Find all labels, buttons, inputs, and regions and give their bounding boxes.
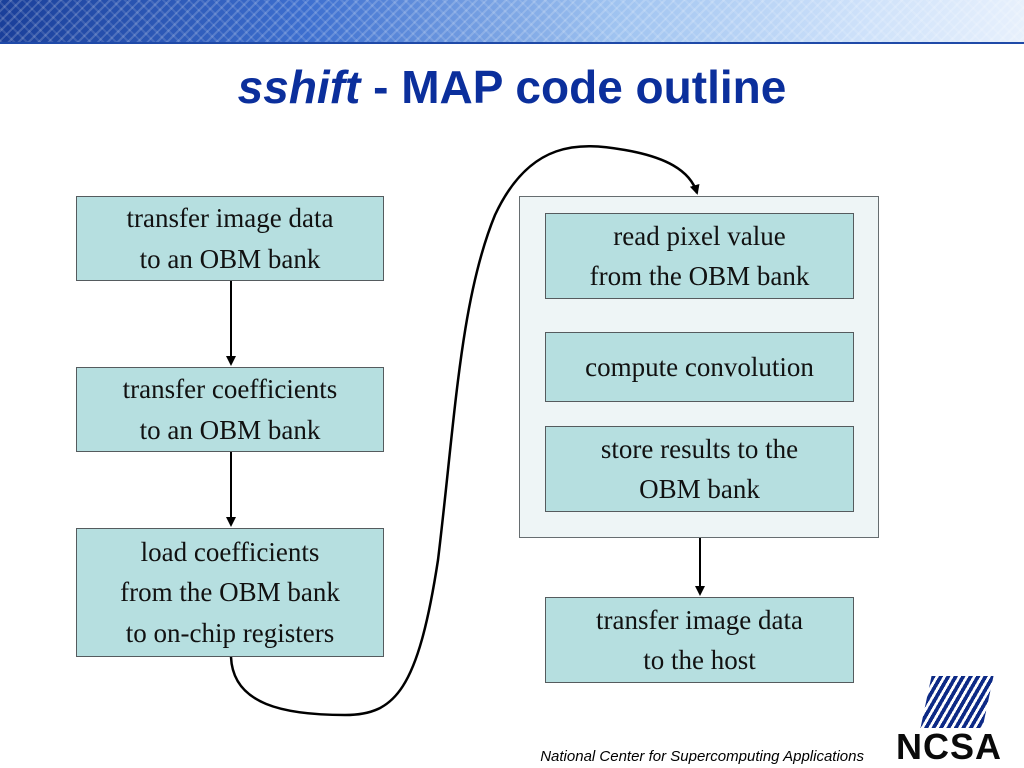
- loop-step-compute-convolution: compute convolution: [545, 332, 854, 402]
- arrow-s3-loop: [229, 145, 700, 717]
- title-rest: - MAP code outline: [360, 61, 787, 113]
- ncsa-logo-text: NCSA: [895, 726, 1002, 767]
- header-banner: [0, 0, 1024, 44]
- step-transfer-image-data: transfer image data to an OBM bank: [76, 196, 384, 281]
- page-title: sshift - MAP code outline: [0, 62, 1024, 113]
- step-transfer-to-host: transfer image data to the host: [545, 597, 854, 683]
- title-italic-part: sshift: [237, 61, 361, 113]
- loop-step-store-results: store results to the OBM bank: [545, 426, 854, 512]
- footer-organization: National Center for Supercomputing Appli…: [540, 748, 864, 765]
- ncsa-logo: NCSA: [884, 676, 1014, 767]
- loop-step-read-pixel: read pixel value from the OBM bank: [545, 213, 854, 299]
- step-load-coefficients: load coefficients from the OBM bank to o…: [76, 528, 384, 657]
- step-transfer-coefficients: transfer coefficients to an OBM bank: [76, 367, 384, 452]
- ncsa-logo-mark-icon: [920, 676, 994, 728]
